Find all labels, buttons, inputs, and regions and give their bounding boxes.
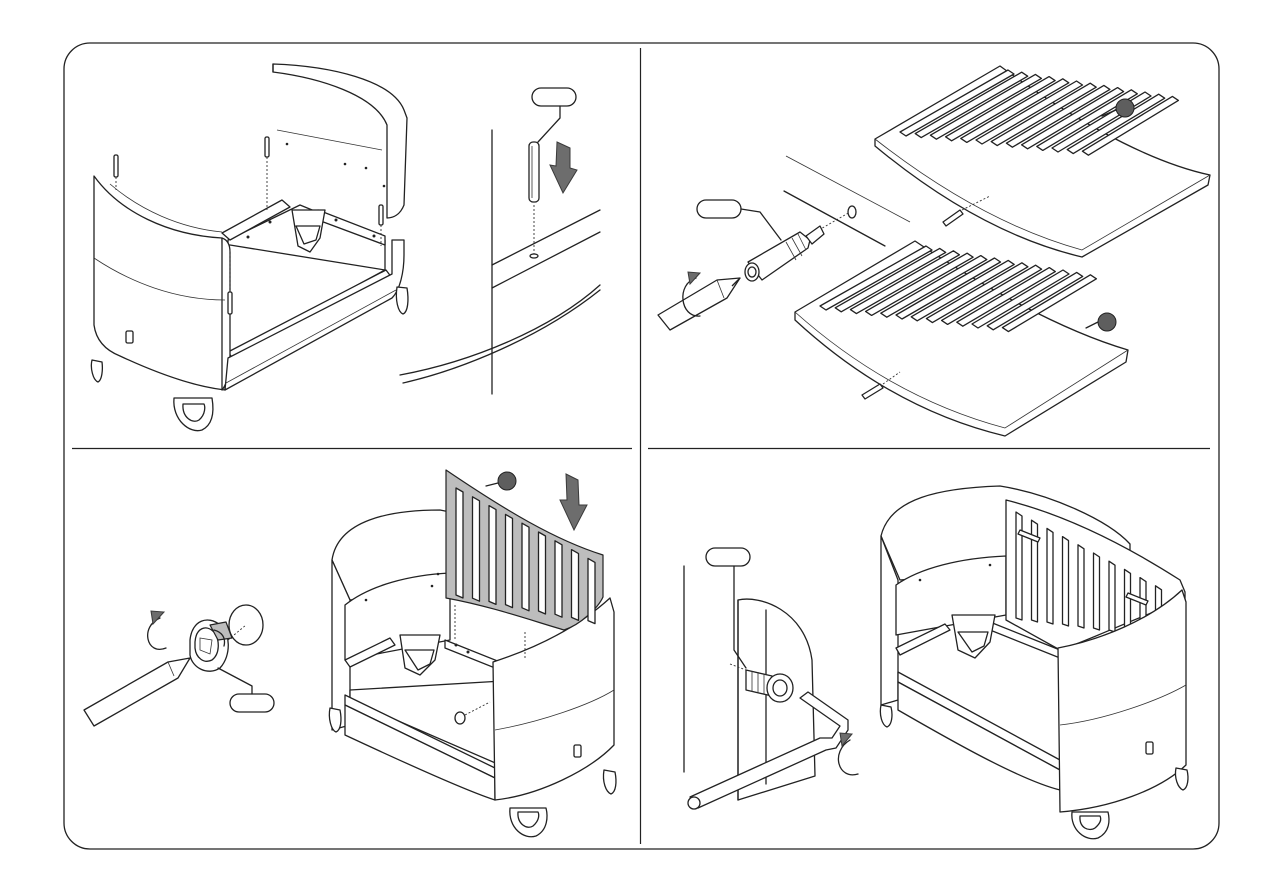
side-panel-slot xyxy=(572,550,579,621)
end-panel-slot xyxy=(1016,512,1022,620)
marker-side-panel xyxy=(498,472,516,490)
side-panel-slot xyxy=(489,506,496,605)
end-panel-slot xyxy=(1063,537,1069,626)
down-arrow-icon xyxy=(550,142,577,193)
cam-lock-detail xyxy=(190,605,263,671)
end-panel-slot xyxy=(1109,561,1115,632)
part-tag-step-3 xyxy=(230,694,274,712)
side-panel-slot xyxy=(539,532,546,614)
rotate-arrow-icon-step-4 xyxy=(838,740,858,775)
part-tag-step-1 xyxy=(532,88,576,106)
side-panel-slot xyxy=(522,523,529,611)
step-3-panel xyxy=(84,470,616,837)
marker-upper xyxy=(1116,99,1134,117)
connector-detail xyxy=(684,548,858,809)
end-panel-slot xyxy=(1078,545,1084,628)
cam-bolt-large xyxy=(745,226,824,281)
screwdriver-icon xyxy=(658,278,740,330)
side-panel-slot xyxy=(456,488,463,598)
side-panel-slot xyxy=(588,558,595,623)
crib-frame-drawing xyxy=(91,64,408,431)
part-tag-step-4 xyxy=(706,548,750,566)
step-1-panel xyxy=(91,64,600,431)
assembled-crib-drawing xyxy=(880,486,1188,839)
step-4-panel xyxy=(684,486,1188,839)
side-panel-slot xyxy=(506,514,513,607)
step-2-panel xyxy=(658,66,1210,436)
marker-lower xyxy=(1098,313,1116,331)
slatted-side-panel-drawing xyxy=(446,470,603,630)
part-tag-step-2 xyxy=(697,200,741,218)
side-panel-slot xyxy=(555,541,562,617)
end-panel-slot xyxy=(1094,553,1100,630)
screwdriver-icon-step-3 xyxy=(84,658,190,726)
side-panel-slot xyxy=(473,497,480,601)
rotate-arrow-icon-step-3 xyxy=(148,611,166,649)
end-panel-slot xyxy=(1047,528,1053,624)
dowel-detail-drawing xyxy=(400,88,600,394)
down-arrow-icon-step-3 xyxy=(560,474,587,530)
